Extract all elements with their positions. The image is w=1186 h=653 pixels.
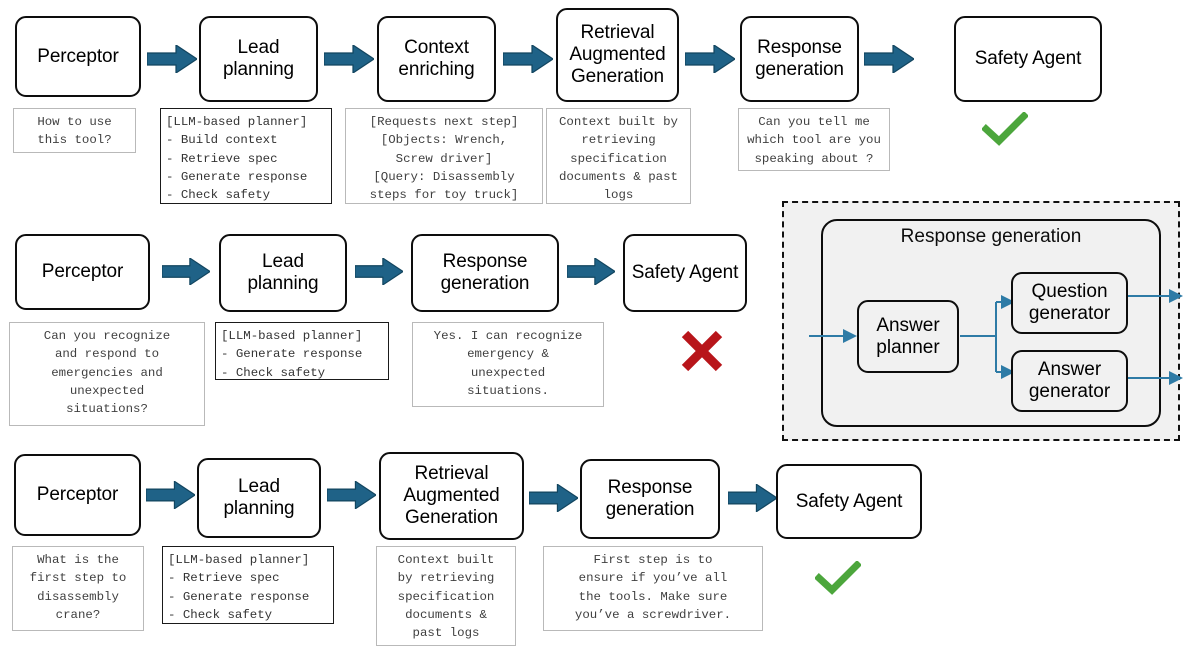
node-rag-row3[interactable]: Retrieval Augmented Generation [379,452,524,540]
flow-arrow-icon [728,484,777,512]
caption-box: First step is to ensure if you’ve all th… [543,546,763,631]
node-perceptor-row2[interactable]: Perceptor [15,234,150,310]
node-rag-row1[interactable]: Retrieval Augmented Generation [556,8,679,102]
flow-arrow-icon [355,258,403,285]
inset-node-answer-generator[interactable]: Answer generator [1011,350,1128,412]
flow-arrow-icon [864,45,914,73]
caption-box: [LLM-based planner] - Generate response … [215,322,389,380]
flow-arrow-icon [529,484,578,512]
caption-box: [LLM-based planner] - Build context - Re… [160,108,332,204]
caption-box: [LLM-based planner] - Retrieve spec - Ge… [162,546,334,624]
node-perceptor-row1[interactable]: Perceptor [15,16,141,97]
flow-arrow-icon [503,45,553,73]
flow-arrow-icon [327,481,376,509]
cross-icon [679,328,725,374]
flow-arrow-icon [567,258,615,285]
inset-node-question-generator[interactable]: Question generator [1011,272,1128,334]
flow-arrow-icon [146,481,195,509]
node-safety-agent-row2[interactable]: Safety Agent [623,234,747,312]
caption-box: Context built by retrieving specificatio… [376,546,516,646]
caption-box: What is the first step to disassembly cr… [12,546,144,631]
node-safety-agent-row1[interactable]: Safety Agent [954,16,1102,102]
caption-box: Context built by retrieving specificatio… [546,108,691,204]
node-context-enriching-row1[interactable]: Context enriching [377,16,496,102]
inset-title: Response generation [900,226,1082,247]
check-icon [815,561,861,595]
node-lead-planning-row2[interactable]: Lead planning [219,234,347,312]
node-response-generation-row3[interactable]: Response generation [580,459,720,539]
caption-box: Yes. I can recognize emergency & unexpec… [412,322,604,407]
node-lead-planning-row3[interactable]: Lead planning [197,458,321,538]
check-icon [982,112,1028,146]
caption-box: [Requests next step] [Objects: Wrench, S… [345,108,543,204]
node-perceptor-row3[interactable]: Perceptor [14,454,141,536]
flow-arrow-icon [324,45,374,73]
node-response-generation-row2[interactable]: Response generation [411,234,559,312]
flow-arrow-icon [162,258,210,285]
flow-arrow-icon [685,45,735,73]
caption-box: Can you recognize and respond to emergen… [9,322,205,426]
node-response-generation-row1[interactable]: Response generation [740,16,859,102]
caption-box: How to use this tool? [13,108,136,153]
node-safety-agent-row3[interactable]: Safety Agent [776,464,922,539]
node-lead-planning-row1[interactable]: Lead planning [199,16,318,102]
inset-node-answer-planner[interactable]: Answer planner [857,300,959,373]
caption-box: Can you tell me which tool are you speak… [738,108,890,171]
flow-arrow-icon [147,45,197,73]
